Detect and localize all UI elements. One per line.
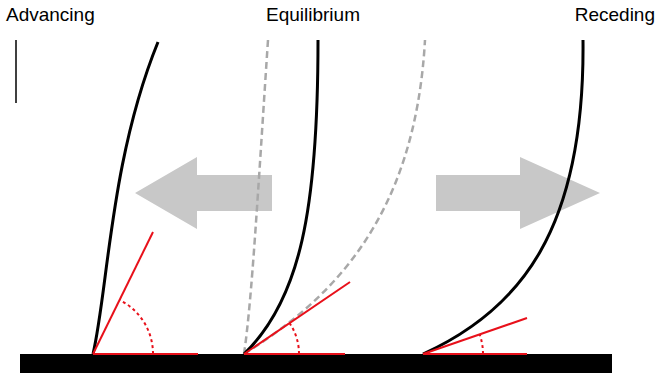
tangent-line <box>93 232 153 354</box>
recede-arrow <box>436 157 600 229</box>
tangent-line <box>244 282 350 354</box>
advance-arrow <box>135 157 272 229</box>
angle-arc <box>120 300 154 354</box>
receding-profile <box>423 40 583 354</box>
panel-label: Advancing <box>6 5 95 26</box>
angle-arc <box>480 334 483 354</box>
angle-arc <box>290 323 300 354</box>
equilibrium-profile <box>244 40 318 354</box>
panel-label: Equilibrium <box>266 5 360 26</box>
tangent-line <box>423 318 527 354</box>
baseline <box>93 353 198 355</box>
baseline <box>244 353 345 355</box>
baseline <box>423 353 527 355</box>
ghost-receding-profile <box>244 40 425 354</box>
scale-bar <box>15 40 17 103</box>
substrate <box>20 354 612 373</box>
panel-label: Receding <box>575 5 655 26</box>
ghost-advancing-profile <box>244 40 268 354</box>
advancing-profile <box>93 42 158 354</box>
